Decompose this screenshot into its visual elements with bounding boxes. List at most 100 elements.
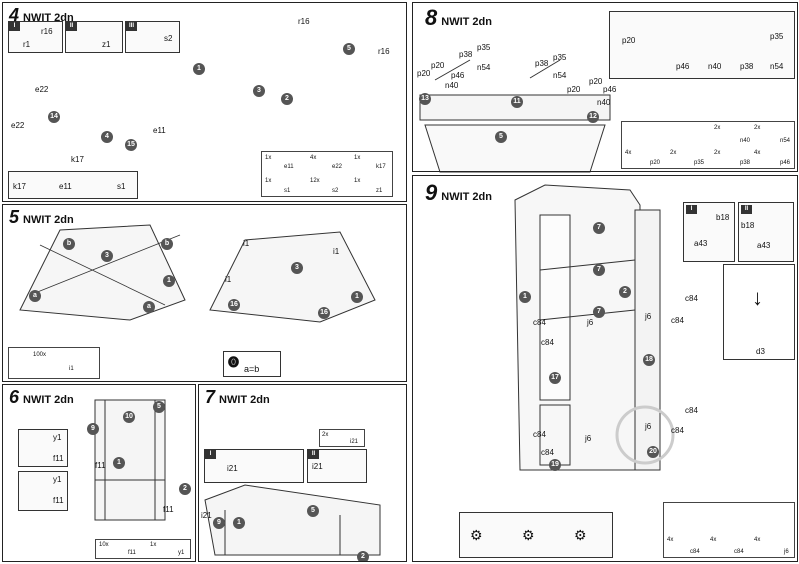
part-label: c84 <box>533 430 546 439</box>
part-number-3: 3 <box>253 85 265 97</box>
part-label: i1 <box>225 275 232 284</box>
part-label: r1 <box>23 40 31 49</box>
part-label-b: b <box>63 238 75 250</box>
legend-code: p35 <box>694 160 705 166</box>
part-label: c84 <box>685 294 698 303</box>
part-label: j6 <box>585 434 592 443</box>
part-number-5: 5 <box>495 131 507 143</box>
part-label: n54 <box>553 71 567 80</box>
detail-inset-top: y1 f11 <box>18 429 68 467</box>
part-number-9: 9 <box>87 423 99 435</box>
part-number-7: 7 <box>593 222 605 234</box>
part-label: c84 <box>541 338 554 347</box>
hardware-legend: 100x i1 <box>8 347 100 379</box>
legend-code: n40 <box>740 138 751 144</box>
part-label-a: a <box>143 301 155 313</box>
part-label: p38 <box>740 62 754 71</box>
legend-code: i1 <box>69 366 74 372</box>
step-number: 4 <box>9 5 20 25</box>
legend-code: i21 <box>350 439 359 445</box>
part-number-2: 2 <box>281 93 293 105</box>
part-label-b: b <box>161 238 173 250</box>
part-label: f11 <box>53 454 64 463</box>
hardware-legend: 1x e11 4x e22 1x k17 1x s1 12x s2 1x z1 <box>261 151 393 197</box>
legend-qty: 1x <box>354 155 361 161</box>
part-label: c84 <box>541 448 554 457</box>
inset-tag: I <box>205 450 216 459</box>
legend-code: f11 <box>128 550 136 556</box>
part-label: z1 <box>102 40 111 49</box>
diagonal-equation: a=b <box>244 364 260 374</box>
legend-qty: 2x <box>714 125 721 131</box>
legend-code: e11 <box>284 164 294 170</box>
legend-qty: 4x <box>310 155 317 161</box>
part-label: n40 <box>597 98 611 107</box>
detail-inset-bottom: y1 f11 <box>18 471 68 511</box>
legend-qty: 100x <box>33 352 47 358</box>
part-label: e22 <box>35 85 49 94</box>
brand-label: NWIT 2dn <box>219 394 270 406</box>
legend-qty: 10x <box>99 542 109 548</box>
part-number-7: 7 <box>593 264 605 276</box>
part-label: e22 <box>11 121 25 130</box>
brand-label: NWIT 2dn <box>441 16 492 28</box>
part-label: r16 <box>298 17 310 26</box>
part-number-1: 1 <box>193 63 205 75</box>
detail-inset-ii: II z1 <box>65 21 123 53</box>
legend-code: p38 <box>740 160 751 166</box>
part-label: r16 <box>41 27 53 36</box>
legend-code: y1 <box>178 550 185 556</box>
part-number-1: 1 <box>233 517 245 529</box>
part-label: p35 <box>553 53 567 62</box>
legend-qty: 2x <box>322 432 329 438</box>
part-number-1: 1 <box>519 291 531 303</box>
part-label: e11 <box>153 126 166 135</box>
legend-code: p20 <box>650 160 661 166</box>
brand-label: NWIT 2dn <box>23 394 74 406</box>
part-label: i21 <box>312 462 323 471</box>
part-number-20: 20 <box>647 446 659 458</box>
legend-code: s1 <box>284 188 291 194</box>
part-number-18: 18 <box>643 354 655 366</box>
part-label: i21 <box>201 511 212 520</box>
legend-code: e22 <box>332 164 343 170</box>
step-number: 6 <box>9 387 20 407</box>
legend-code: p46 <box>780 160 791 166</box>
part-label: p46 <box>676 62 690 71</box>
part-label: k17 <box>13 182 26 191</box>
part-number-1: 1 <box>163 275 175 287</box>
legend-code: k17 <box>376 164 386 170</box>
part-label: n54 <box>477 63 491 72</box>
part-label: p20 <box>567 85 581 94</box>
part-label: j6 <box>587 318 594 327</box>
legend-qty: 2x <box>754 125 761 131</box>
part-number-3: 3 <box>291 262 303 274</box>
part-label: s2 <box>164 34 173 43</box>
part-number-17: 17 <box>549 372 561 384</box>
part-number-5: 5 <box>343 43 355 55</box>
part-label: s1 <box>117 182 126 191</box>
part-number-3: 3 <box>101 250 113 262</box>
step-number: 8 <box>425 5 438 30</box>
part-number-2: 2 <box>357 551 369 561</box>
hardware-legend: 2x n40 2x n54 4x p20 2x p35 2x p38 4x p4… <box>621 121 795 169</box>
legend-qty: 12x <box>310 178 320 184</box>
part-label: y1 <box>53 433 62 442</box>
warning-icon: ⓿ <box>228 357 239 369</box>
legend-qty: 1x <box>354 178 361 184</box>
part-number-11: 11 <box>511 96 523 108</box>
part-label: p20 <box>622 36 636 45</box>
legend-qty: 4x <box>754 150 761 156</box>
part-label: i21 <box>227 464 238 473</box>
part-label: f11 <box>163 505 174 514</box>
part-number-12: 12 <box>587 111 599 123</box>
inset-tag: II <box>66 22 77 31</box>
legend-code: z1 <box>376 188 383 194</box>
detail-inset-i: I r1 r16 <box>8 21 63 53</box>
equal-diagonals-note: ⓿ a=b <box>223 351 281 377</box>
part-label: a43 <box>694 239 708 248</box>
